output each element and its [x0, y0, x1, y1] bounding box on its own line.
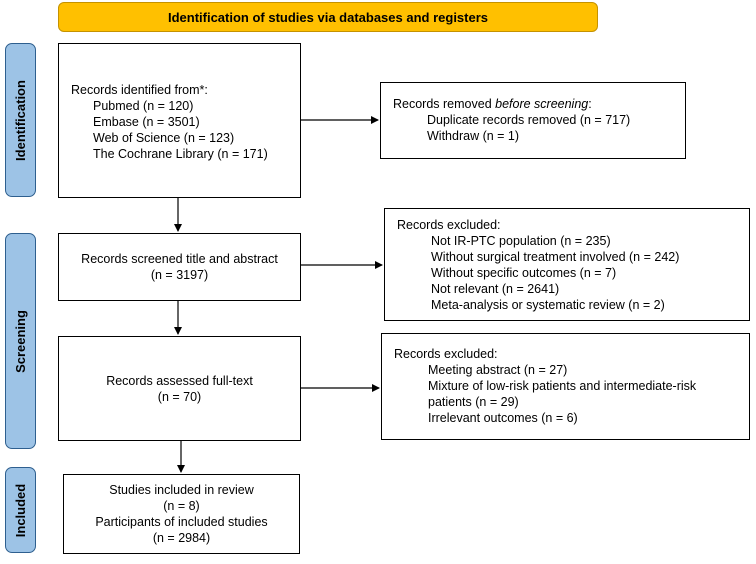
removed-title-prefix: Records removed	[393, 97, 496, 111]
excluded2-item: Irrelevant outcomes (n = 6)	[428, 411, 578, 425]
excluded1-item: Not relevant (n = 2641)	[431, 282, 560, 296]
excluded1-item: Meta-analysis or systematic review (n = …	[431, 298, 665, 312]
phase-identification-label: Identification	[13, 79, 29, 161]
studies-included-box: Studies included in review (n = 8) Parti…	[63, 474, 300, 554]
included-studies-label: Studies included in review	[109, 483, 254, 497]
records-excluded-fulltext-box: Records excluded: Meeting abstract (n = …	[381, 333, 750, 440]
excluded2-title: Records excluded:	[394, 347, 498, 361]
header-title: Identification of studies via databases …	[167, 9, 489, 25]
records-assessed-box: Records assessed full-text (n = 70)	[58, 336, 301, 441]
phase-identification: Identification	[5, 43, 36, 197]
screened-count: (n = 3197)	[150, 268, 209, 282]
identified-source-cochrane: The Cochrane Library (n = 171)	[93, 147, 268, 161]
identified-source-wos: Web of Science (n = 123)	[93, 131, 235, 145]
records-identified-box: Records identified from*: Pubmed (n = 12…	[58, 43, 301, 198]
records-excluded-screening-box: Records excluded: Not IR-PTC population …	[384, 208, 750, 321]
removed-title-emphasis: before screening	[495, 97, 589, 111]
included-participants-label: Participants of included studies	[95, 515, 268, 529]
removed-withdraw: Withdraw (n = 1)	[427, 129, 520, 143]
identified-source-pubmed: Pubmed (n = 120)	[93, 99, 194, 113]
excluded1-item: Without surgical treatment involved (n =…	[431, 250, 680, 264]
included-studies-count: (n = 8)	[163, 499, 200, 513]
excluded2-item: Mixture of low-risk patients and interme…	[428, 379, 697, 393]
records-screened-box: Records screened title and abstract (n =…	[58, 233, 301, 301]
assessed-label: Records assessed full-text	[106, 373, 253, 388]
excluded2-item: Meeting abstract (n = 27)	[428, 363, 568, 377]
assessed-count: (n = 70)	[157, 389, 202, 404]
excluded1-title: Records excluded:	[397, 218, 501, 232]
identified-source-embase: Embase (n = 3501)	[93, 115, 200, 129]
phase-screening: Screening	[5, 233, 36, 449]
excluded2-item: patients (n = 29)	[428, 395, 519, 409]
removed-title-suffix: :	[588, 97, 592, 111]
identified-title: Records identified from*:	[71, 83, 208, 97]
excluded1-item: Not IR-PTC population (n = 235)	[431, 234, 611, 248]
removed-duplicates: Duplicate records removed (n = 717)	[427, 113, 631, 127]
screened-label: Records screened title and abstract	[81, 252, 278, 266]
phase-included-label: Included	[13, 483, 29, 537]
included-participants-count: (n = 2984)	[152, 531, 211, 545]
removed-title: Records removed before screening:	[393, 96, 673, 112]
phase-included: Included	[5, 467, 36, 553]
excluded1-item: Without specific outcomes (n = 7)	[431, 266, 617, 280]
phase-screening-label: Screening	[13, 309, 29, 373]
section-header: Identification of studies via databases …	[58, 2, 598, 32]
records-removed-box: Records removed before screening: Duplic…	[380, 82, 686, 159]
